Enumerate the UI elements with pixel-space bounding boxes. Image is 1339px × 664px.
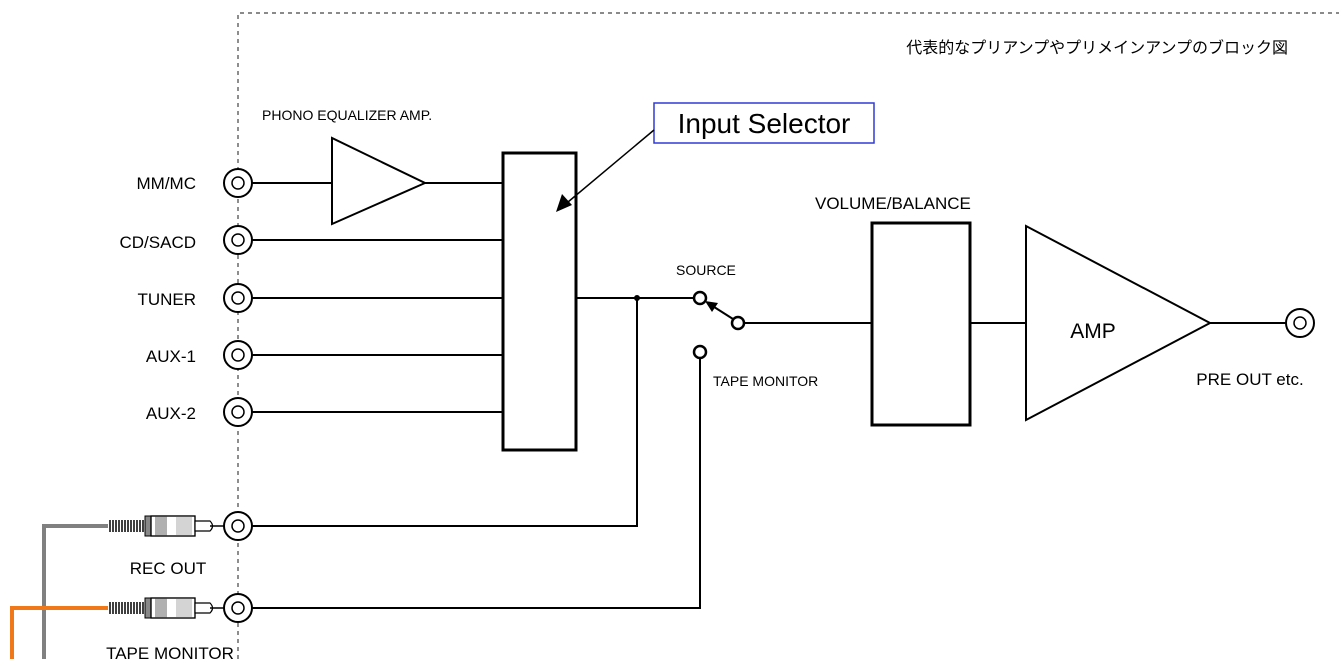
input-wires bbox=[252, 182, 503, 413]
rec-out-jack bbox=[223, 511, 253, 541]
input-selector-callout-box bbox=[653, 102, 875, 144]
input-jack-mm-mc bbox=[223, 168, 253, 198]
rec-out-feed-wire bbox=[252, 298, 638, 527]
rec-out-label: REC OUT bbox=[130, 559, 207, 578]
diagram-title: 代表的なプリアンプやプリメインアンプのブロック図 bbox=[906, 38, 1288, 57]
source-switch-label: SOURCE bbox=[676, 262, 736, 278]
amp-triangle bbox=[1025, 224, 1213, 422]
input-selector-callout-label: Input Selector bbox=[678, 108, 851, 139]
callout-arrowhead bbox=[556, 194, 572, 212]
volume-balance-block bbox=[870, 221, 972, 427]
input-label-aux-2: AUX-2 bbox=[146, 404, 196, 423]
switch-common-contact bbox=[730, 315, 746, 331]
phono-eq-label: PHONO EQUALIZER AMP. bbox=[262, 107, 432, 123]
pre-out-label: PRE OUT etc. bbox=[1196, 370, 1303, 389]
chassis-border bbox=[237, 12, 1339, 659]
input-label-tuner: TUNER bbox=[137, 290, 196, 309]
tape-monitor-return-wire bbox=[252, 358, 701, 609]
input-jack-aux-1 bbox=[223, 340, 253, 370]
tape-monitor-rca-plug bbox=[10, 597, 224, 659]
tape-monitor-contact bbox=[692, 344, 708, 360]
tape-monitor-switch-label: TAPE MONITOR bbox=[713, 373, 818, 389]
input-jack-tuner bbox=[223, 283, 253, 313]
callout-arrow-line bbox=[567, 129, 655, 203]
pre-out-jack bbox=[1285, 308, 1315, 338]
input-label-cd-sacd: CD/SACD bbox=[119, 233, 196, 252]
input-jack-aux-2 bbox=[223, 397, 253, 427]
input-label-aux-1: AUX-1 bbox=[146, 347, 196, 366]
tape-monitor-jack bbox=[223, 593, 253, 623]
volume-balance-label: VOLUME/BALANCE bbox=[815, 194, 971, 213]
amp-label: AMP bbox=[1070, 320, 1116, 343]
rec-out-rca-plug bbox=[42, 515, 224, 659]
source-contact bbox=[692, 290, 708, 306]
phono-eq-amp-triangle bbox=[331, 136, 428, 226]
input-jack-cd-sacd bbox=[223, 225, 253, 255]
switch-arm-arrowhead bbox=[705, 301, 718, 312]
tape-monitor-jack-label: TAPE MONITOR bbox=[106, 644, 234, 659]
input-label-mm-mc: MM/MC bbox=[137, 174, 196, 193]
